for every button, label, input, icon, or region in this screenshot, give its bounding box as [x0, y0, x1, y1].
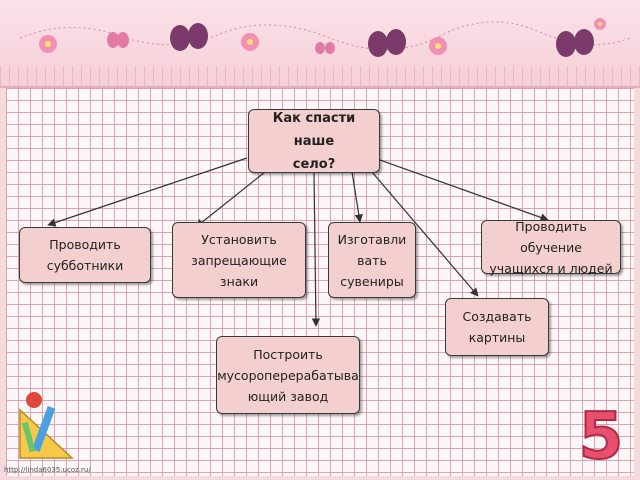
arrow-to-subbotniki: [47, 157, 248, 227]
number-five-icon: 5: [578, 399, 625, 468]
node-subbotniki: Проводить субботники: [19, 227, 151, 283]
arrow-to-training: [379, 159, 549, 222]
arrow-to-plant: [311, 171, 321, 327]
node-souvenirs: Изготавли вать сувениры: [328, 222, 416, 298]
svg-text:5: 5: [579, 400, 624, 468]
root-node: Как спасти наше село?: [248, 109, 380, 173]
ruler-strip: [0, 66, 640, 86]
header-banner: [0, 0, 640, 88]
arrow-to-pictures: [371, 171, 479, 297]
butterflies-flowers-decoration: [19, 18, 631, 57]
school-supplies-icon: [19, 392, 74, 459]
flower-icon: [39, 18, 606, 55]
node-training: Проводить обучение учащихся и людей: [481, 219, 621, 276]
node-pictures: Создавать картины: [445, 298, 549, 356]
arrow-to-souvenirs: [351, 171, 363, 223]
node-plant: Построить мусороперерабатыва ющий завод: [216, 336, 360, 414]
arrow-to-signs: [195, 171, 266, 228]
node-signs: Установить запрещающие знаки: [172, 222, 306, 298]
butterfly-icon: [107, 23, 594, 57]
source-url: http://linda6035.ucoz.ru/: [4, 466, 91, 474]
